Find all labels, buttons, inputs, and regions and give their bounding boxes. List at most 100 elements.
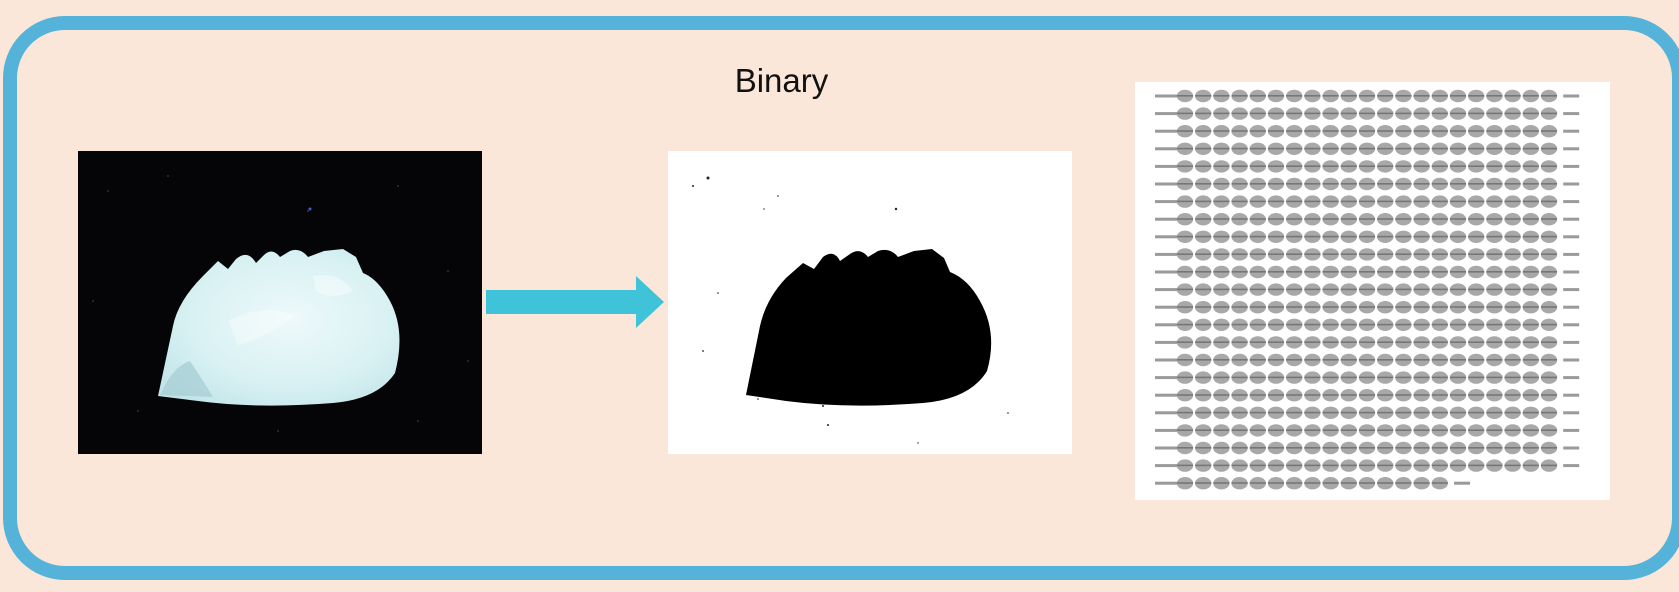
thumbnail-label bbox=[1268, 95, 1284, 97]
thumbnail-label bbox=[1395, 253, 1412, 255]
thumbnail-label bbox=[1359, 165, 1375, 167]
thumbnail-label bbox=[1486, 323, 1503, 326]
thumbnail-label bbox=[1286, 112, 1303, 115]
thumbnail-row-label bbox=[1155, 270, 1177, 274]
thumbnail-label bbox=[1304, 447, 1321, 449]
thumbnail-row-label bbox=[1155, 358, 1177, 362]
thumbnail-label bbox=[1541, 112, 1557, 115]
thumbnail-row-suffix bbox=[1563, 288, 1580, 292]
thumbnail-label bbox=[1395, 464, 1412, 467]
thumbnail-label bbox=[1340, 218, 1357, 220]
thumbnail-label bbox=[1522, 411, 1539, 414]
thumbnail-label bbox=[1213, 165, 1230, 167]
thumbnail-label bbox=[1249, 271, 1266, 273]
thumbnail-label bbox=[1249, 464, 1266, 467]
thumbnail-label bbox=[1450, 95, 1466, 97]
thumbnail-label bbox=[1213, 482, 1230, 484]
thumbnail-label bbox=[1468, 306, 1485, 308]
thumbnail-label bbox=[1231, 306, 1248, 308]
thumbnail-label bbox=[1286, 411, 1303, 414]
thumbnail-label bbox=[1322, 95, 1339, 97]
thumbnail-label bbox=[1395, 165, 1412, 167]
thumbnail-label bbox=[1231, 447, 1248, 449]
thumbnail-label bbox=[1486, 200, 1503, 203]
thumbnail-label bbox=[1213, 341, 1230, 343]
thumbnail-label bbox=[1322, 447, 1339, 449]
thumbnail-label bbox=[1504, 394, 1521, 396]
thumbnail-label bbox=[1431, 323, 1448, 326]
thumbnail-label bbox=[1231, 112, 1248, 115]
thumbnail-row-suffix bbox=[1563, 235, 1580, 239]
thumbnail-row-suffix bbox=[1563, 182, 1580, 186]
thumbnail-label bbox=[1541, 359, 1557, 361]
thumbnail-label bbox=[1450, 271, 1466, 273]
thumbnail-label bbox=[1468, 147, 1485, 150]
thumbnail-label bbox=[1286, 130, 1303, 132]
thumbnail-label bbox=[1522, 218, 1539, 220]
thumbnail-label bbox=[1286, 429, 1303, 431]
thumbnail-label bbox=[1195, 306, 1212, 308]
thumbnail-label bbox=[1340, 411, 1357, 414]
thumbnail-label bbox=[1450, 429, 1466, 431]
thumbnail-label bbox=[1322, 271, 1339, 273]
thumbnail-label bbox=[1213, 253, 1230, 255]
thumbnail-row-label bbox=[1155, 129, 1177, 133]
thumbnail-label bbox=[1195, 95, 1212, 97]
thumbnail-label bbox=[1522, 235, 1539, 238]
thumbnail-label bbox=[1413, 271, 1430, 273]
thumbnail-label bbox=[1431, 183, 1448, 185]
thumbnail-label bbox=[1268, 183, 1284, 185]
thumbnail-label bbox=[1322, 200, 1339, 203]
thumbnail-label bbox=[1286, 165, 1303, 167]
thumbnail-label bbox=[1450, 183, 1466, 185]
thumbnail-label bbox=[1231, 165, 1248, 167]
thumbnail-label bbox=[1450, 165, 1466, 167]
thumbnail-row-label bbox=[1155, 147, 1177, 151]
thumbnail-label bbox=[1395, 306, 1412, 308]
thumbnail-label bbox=[1504, 429, 1521, 431]
thumbnail-label bbox=[1450, 147, 1466, 150]
thumbnail-label bbox=[1395, 200, 1412, 203]
thumbnail-label bbox=[1522, 464, 1539, 467]
thumbnail-label bbox=[1395, 288, 1412, 291]
thumbnail-label bbox=[1213, 112, 1230, 115]
thumbnail-label bbox=[1249, 341, 1266, 343]
thumbnail-label bbox=[1395, 429, 1412, 431]
thumbnail-label bbox=[1249, 376, 1266, 379]
thumbnail-row-suffix bbox=[1563, 393, 1580, 397]
thumbnail-label bbox=[1413, 235, 1430, 238]
thumbnail-label bbox=[1286, 253, 1303, 255]
thumbnail-label bbox=[1340, 288, 1357, 291]
thumbnail-row-label bbox=[1155, 182, 1177, 186]
thumbnail-label bbox=[1195, 429, 1212, 431]
thumbnail-label bbox=[1249, 200, 1266, 203]
thumbnail-label bbox=[1268, 394, 1284, 396]
thumbnail-label bbox=[1541, 183, 1557, 185]
thumbnail-label bbox=[1431, 130, 1448, 132]
thumbnail-label bbox=[1268, 147, 1284, 150]
thumbnail-label bbox=[1340, 183, 1357, 185]
thumbnail-label bbox=[1486, 218, 1503, 220]
thumbnail-row-suffix bbox=[1563, 147, 1580, 151]
thumbnail-label bbox=[1431, 165, 1448, 167]
thumbnail-label bbox=[1231, 235, 1248, 238]
thumbnail-label bbox=[1431, 271, 1448, 273]
thumbnail-row-label bbox=[1155, 446, 1177, 450]
thumbnail-label bbox=[1340, 112, 1357, 115]
thumbnail-label bbox=[1286, 464, 1303, 467]
thumbnail-label bbox=[1213, 306, 1230, 308]
thumbnail-label bbox=[1541, 288, 1557, 291]
thumbnail-label bbox=[1377, 130, 1394, 132]
thumbnail-label bbox=[1340, 429, 1357, 431]
thumbnail-label bbox=[1231, 200, 1248, 203]
thumbnail-label bbox=[1195, 130, 1212, 132]
thumbnail-label bbox=[1213, 200, 1230, 203]
thumbnail-label bbox=[1340, 376, 1357, 379]
binary-image bbox=[668, 151, 1072, 454]
thumbnail-label bbox=[1359, 376, 1375, 379]
thumbnail-label bbox=[1395, 341, 1412, 343]
thumbnail-label bbox=[1195, 183, 1212, 185]
thumbnail-row-label bbox=[1155, 305, 1177, 309]
thumbnail-label bbox=[1395, 95, 1412, 97]
thumbnail-label bbox=[1413, 165, 1430, 167]
